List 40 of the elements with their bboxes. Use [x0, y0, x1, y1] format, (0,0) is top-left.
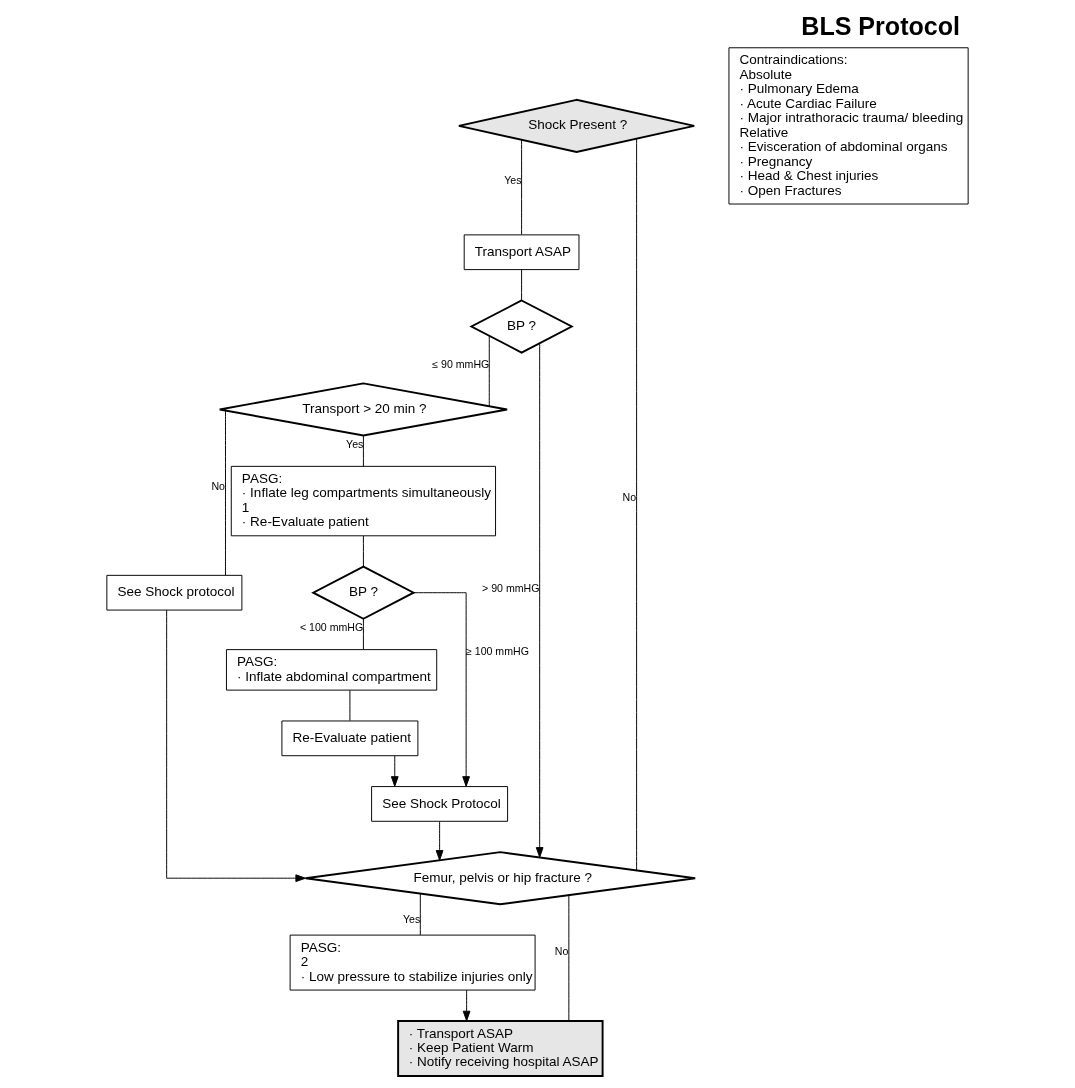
node-box: See Shock Protocol — [371, 786, 509, 822]
edge-label: No — [211, 479, 226, 492]
node-box: Transport ASAP — [463, 234, 580, 271]
node-box: Contraindications: Absolute · Pulmonary Edema · Acute Cardiac Failure · Major intrathoracic trauma/ bleeding Relative · Evisceration of abdominal organs · Pregnancy · Head & Chest injuries · Open Fractures — [728, 47, 969, 205]
connector — [362, 435, 364, 467]
edge-label: < 100 mmHG — [299, 621, 364, 634]
edge-label: ≤ 90 mmHG — [432, 357, 490, 370]
node-diamond: BP ? — [311, 565, 416, 620]
arrow — [413, 592, 470, 787]
arrow — [435, 821, 444, 861]
connector — [636, 138, 638, 871]
connector — [521, 269, 523, 301]
connector — [488, 335, 490, 407]
diagram-title: BLS Protocol — [801, 12, 961, 41]
edge-label: > 90 mmHG — [482, 582, 540, 595]
node-diamond: Transport > 20 min ? — [218, 382, 509, 437]
arrow — [535, 342, 544, 858]
node-box: PASG: · Inflate abdominal compartment — [225, 649, 438, 691]
node-box: PASG: · Inflate leg compartments simultaneously 1 · Re-Evaluate patient — [230, 465, 497, 537]
node-box: PASG: 2 · Low pressure to stabilize injuries only — [289, 934, 536, 991]
connector — [568, 894, 570, 1022]
connector — [419, 893, 421, 936]
node-box: · Transport ASAP · Keep Patient Warm · Notify receiving hospital ASAP — [397, 1019, 604, 1077]
node-box: See Shock protocol — [106, 574, 243, 611]
edge-label: No — [622, 491, 637, 504]
edge-label: No — [554, 944, 569, 957]
connector — [362, 535, 364, 567]
node-box: Re-Evaluate patient — [281, 720, 419, 757]
edge-label: Yes — [402, 912, 421, 925]
node-diamond: Shock Present ? — [457, 98, 696, 153]
node-diamond: BP ? — [469, 299, 574, 354]
arrow — [166, 609, 306, 883]
edge-label: Yes — [504, 174, 522, 187]
arrow — [390, 755, 399, 787]
connector — [521, 139, 523, 235]
arrow — [462, 989, 471, 1022]
connector — [349, 689, 351, 722]
connector — [362, 618, 364, 650]
edge-label: Yes — [346, 437, 364, 450]
connector — [225, 410, 226, 576]
